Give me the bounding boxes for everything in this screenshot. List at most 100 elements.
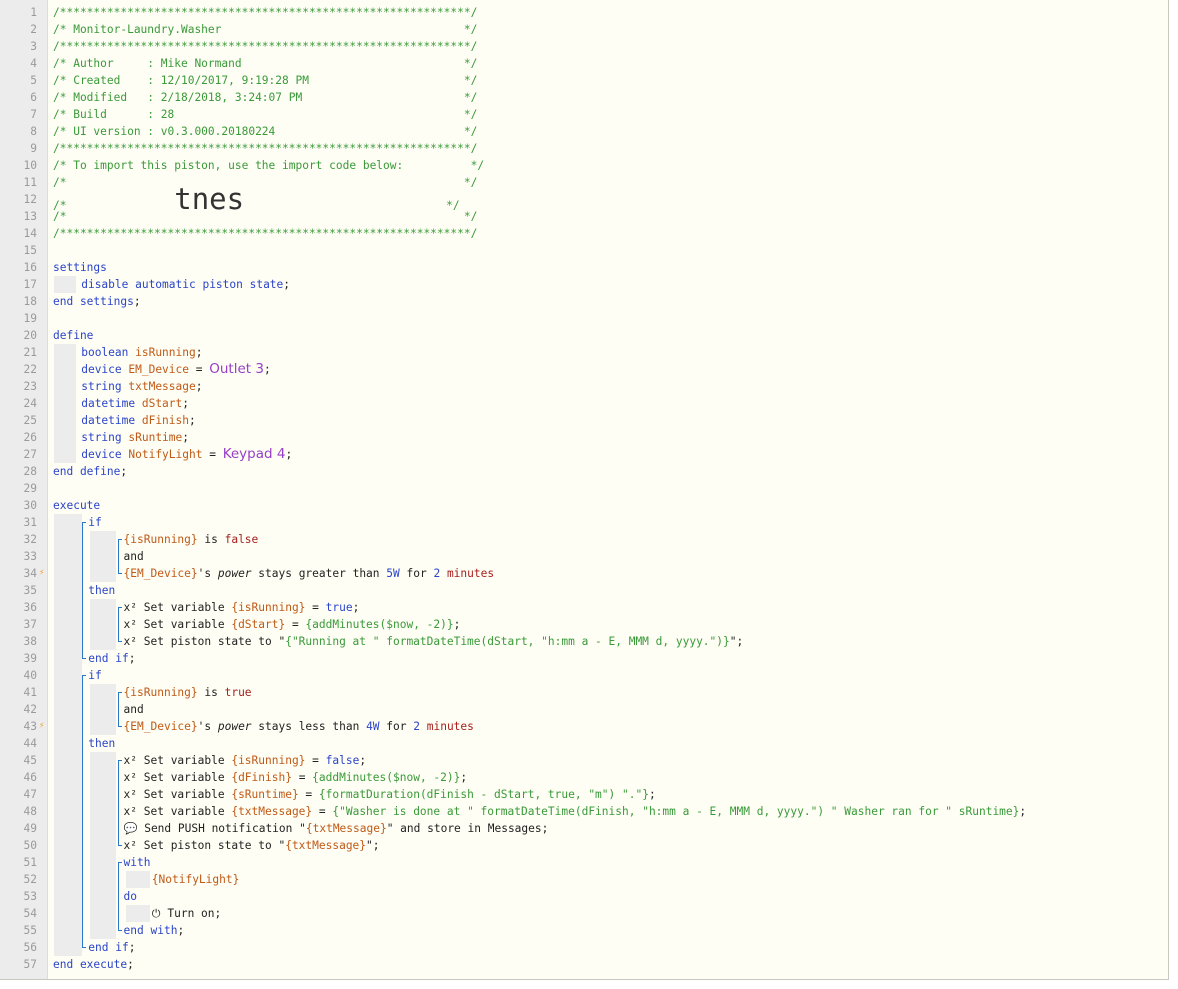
code-line: execute xyxy=(53,497,100,514)
code-token: ; xyxy=(195,380,203,393)
line-number: 1 xyxy=(30,6,37,19)
block-guide-cap xyxy=(82,522,86,523)
code-line: then xyxy=(88,582,115,599)
trigger-bolt-icon: ⚡ xyxy=(39,568,45,578)
code-token: /* Modified : 2/18/2018, 3:24:07 PM */ xyxy=(53,91,478,104)
code-line: ⏻ Turn on; xyxy=(152,905,221,922)
code-token: device xyxy=(81,363,129,376)
code-token: {NotifyLight} xyxy=(151,873,240,886)
code-token: device xyxy=(81,448,129,461)
code-token: {"Running at " formatDateTime(dStart, "h… xyxy=(285,635,730,648)
code-token: with xyxy=(123,856,151,869)
code-token: {EM_Device} xyxy=(123,567,198,580)
code-token: string xyxy=(81,431,129,444)
line-number: 23 xyxy=(23,380,37,393)
code-token: = xyxy=(298,788,319,801)
indent-shade xyxy=(90,531,116,582)
code-token xyxy=(440,567,447,580)
code-token: ; xyxy=(453,618,461,631)
code-token: define xyxy=(53,329,94,342)
line-number: 29 xyxy=(23,482,37,495)
line-number: 4 xyxy=(30,57,37,70)
indent-shade xyxy=(90,599,116,650)
code-token: = xyxy=(305,754,326,767)
code-token: isRunning xyxy=(135,346,196,359)
code-token: x² Set variable xyxy=(123,754,232,767)
code-token: for xyxy=(399,567,434,580)
indent-shade xyxy=(126,871,150,888)
code-line: {EM_Device}'s power stays less than 4W f… xyxy=(124,718,474,735)
code-line: /* Created : 12/10/2017, 9:19:28 PM */ xyxy=(53,72,477,89)
line-number: 55 xyxy=(23,924,37,937)
block-guide-cap xyxy=(118,845,122,846)
code-token: ; xyxy=(352,601,360,614)
code-token: string xyxy=(81,380,129,393)
code-token: /* */ xyxy=(53,176,478,189)
code-line: {EM_Device}'s power stays greater than 5… xyxy=(124,565,495,582)
code-line: /***************************************… xyxy=(53,38,477,55)
code-token: true xyxy=(325,601,353,614)
code-line: end execute; xyxy=(53,956,134,973)
code-token: false xyxy=(224,533,259,546)
line-number: 46 xyxy=(23,771,37,784)
code-line: datetime dFinish; xyxy=(81,412,196,429)
code-token: and xyxy=(123,550,144,563)
line-number: 36 xyxy=(23,601,37,614)
code-line: /* UI version : v0.3.000.20180224 */ xyxy=(53,123,477,140)
code-token: power xyxy=(217,720,252,733)
line-number: 32 xyxy=(23,533,37,546)
indent-shade xyxy=(54,514,82,956)
code-line: device NotifyLight = Keypad 4; xyxy=(81,446,292,463)
line-number: 14 xyxy=(23,227,37,240)
code-token: /* UI version : v0.3.000.20180224 */ xyxy=(53,125,478,138)
code-token: minutes xyxy=(446,567,495,580)
code-line: disable automatic piston state; xyxy=(81,276,297,293)
code-token: x² Set variable xyxy=(123,805,232,818)
block-guide-cap xyxy=(82,947,86,948)
code-token: ; xyxy=(263,363,271,376)
line-number: 30 xyxy=(23,499,37,512)
code-line: if xyxy=(88,514,101,531)
line-number: 26 xyxy=(23,431,37,444)
indent-shade xyxy=(90,684,116,735)
code-token: 5W xyxy=(386,567,400,580)
code-line: x² Set variable {dFinish} = {addMinutes(… xyxy=(124,769,468,786)
code-token: sRuntime xyxy=(128,431,183,444)
code-token: /***************************************… xyxy=(53,40,478,53)
code-line: string sRuntime; xyxy=(81,429,189,446)
code-line: string txtMessage; xyxy=(81,378,202,395)
line-number: 38 xyxy=(23,635,37,648)
line-number: 37 xyxy=(23,618,37,631)
code-line: x² Set piston state to "{txtMessage}"; xyxy=(124,837,380,854)
code-line: x² Set variable {sRuntime} = {formatDura… xyxy=(124,786,656,803)
code-token: ; xyxy=(133,295,141,308)
block-guide-cap xyxy=(118,573,122,574)
code-token: ; xyxy=(182,397,190,410)
code-token: end if xyxy=(88,652,129,665)
code-token: NotifyLight xyxy=(128,448,203,461)
line-number: 52 xyxy=(23,873,37,886)
code-token: do xyxy=(123,890,138,903)
code-line: /***************************************… xyxy=(53,225,477,242)
code-token: ; xyxy=(182,431,190,444)
indent-shade xyxy=(54,344,76,463)
indent-shade xyxy=(126,905,150,922)
code-token: {EM_Device} xyxy=(123,720,198,733)
code-line: end with; xyxy=(124,922,185,939)
line-number: 12 xyxy=(23,193,37,206)
code-token: = xyxy=(291,771,313,784)
line-number: 5 xyxy=(30,74,37,87)
code-line: /* Modified : 2/18/2018, 3:24:07 PM */ xyxy=(53,89,477,106)
code-token: {txtMessage} xyxy=(231,805,313,818)
line-number: 17 xyxy=(23,278,37,291)
code-token: {dFinish} xyxy=(231,771,292,784)
code-line: /* To import this piston, use the import… xyxy=(53,157,484,174)
code-line: end if; xyxy=(88,939,135,956)
code-token: ; xyxy=(120,465,128,478)
code-token: Outlet 3 xyxy=(209,361,264,377)
block-guide-cap xyxy=(118,760,122,761)
code-line: /* Build : 28 */ xyxy=(53,106,477,123)
line-number: 47 xyxy=(23,788,37,801)
code-token: ; xyxy=(359,754,367,767)
